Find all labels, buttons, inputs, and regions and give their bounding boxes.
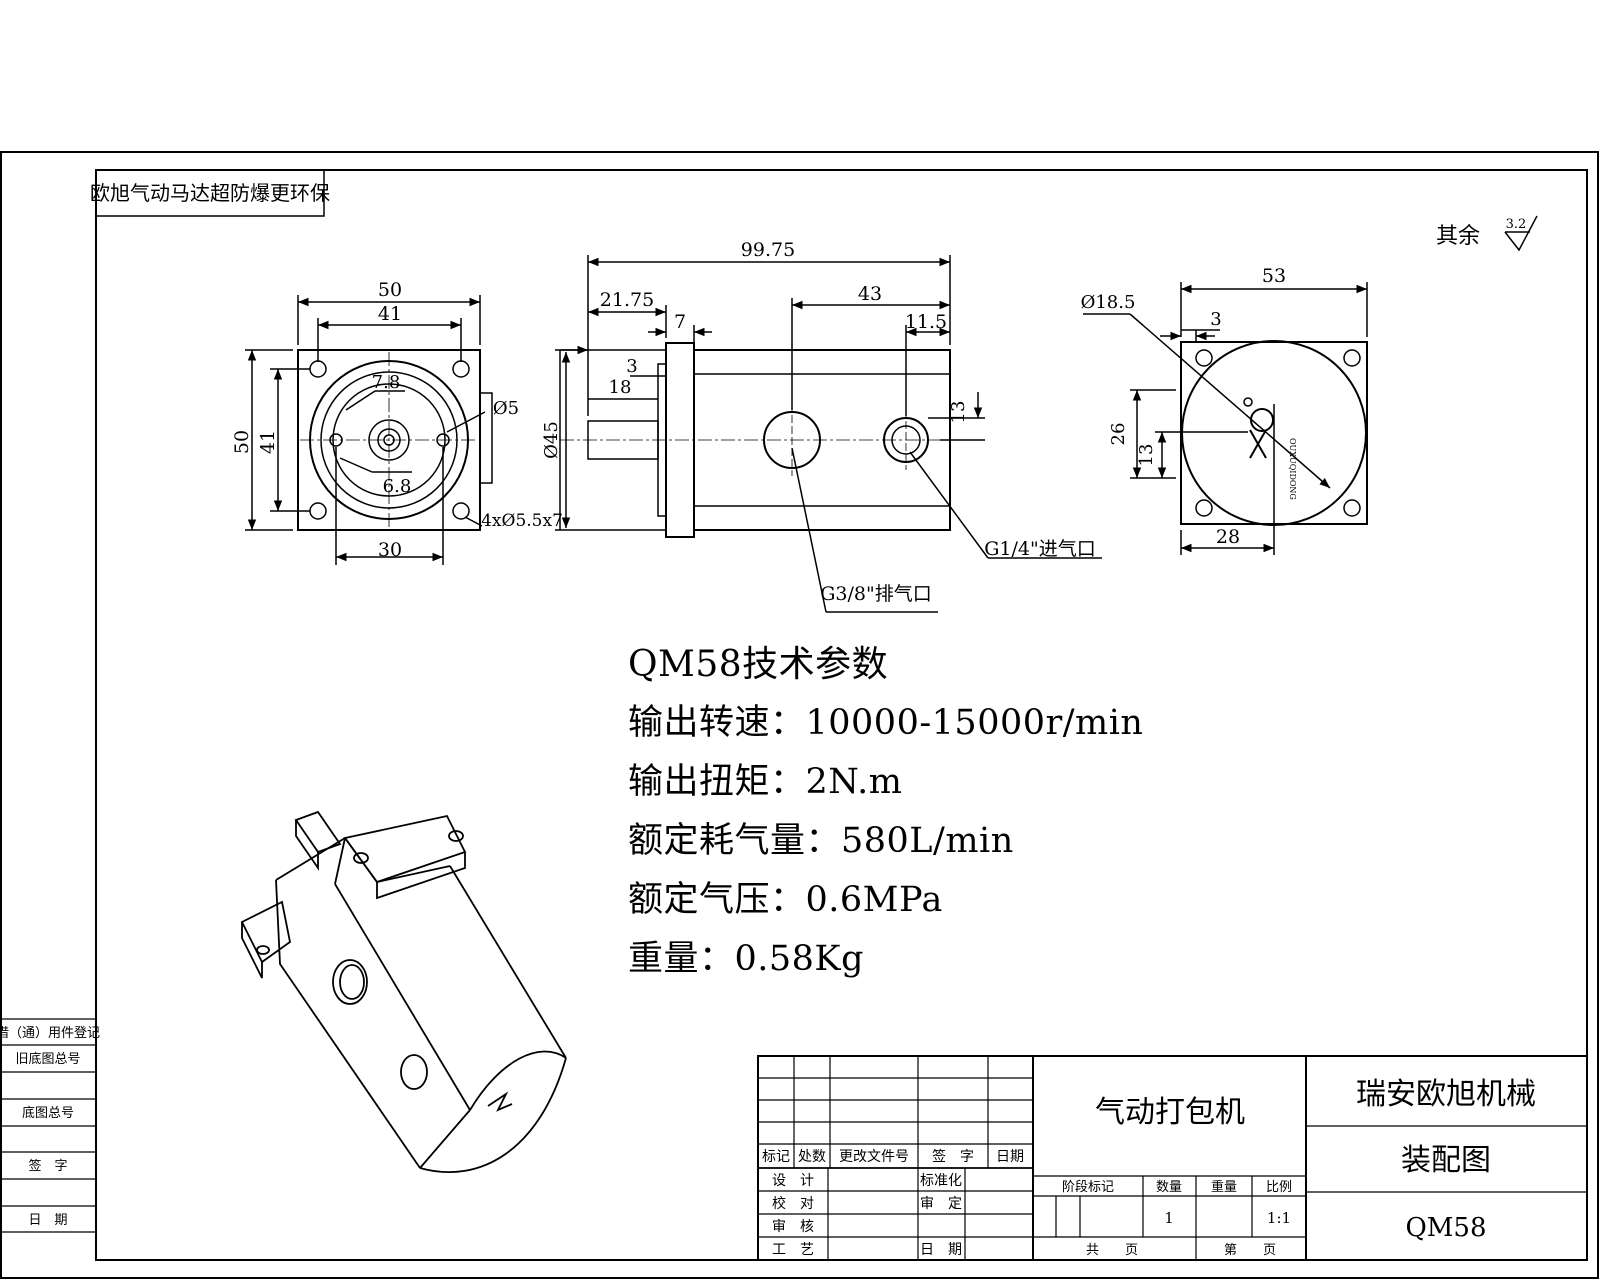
svg-text:OUXUQIDONG: OUXUQIDONG xyxy=(1288,438,1297,500)
strip-label-base: 底图总号 xyxy=(22,1105,74,1121)
dim-28: 28 xyxy=(1216,526,1240,548)
rev-header-mark: 标记 xyxy=(762,1149,790,1165)
side-view xyxy=(555,255,1102,613)
model-number: QM58 xyxy=(1405,1213,1486,1243)
left-strip xyxy=(1,1018,96,1233)
rev-header-doc: 更改文件号 xyxy=(839,1149,909,1165)
surface-value: 3.2 xyxy=(1506,217,1527,232)
dim-99-75: 99.75 xyxy=(741,239,795,261)
dim-43: 43 xyxy=(858,283,882,305)
scale-value: 1:1 xyxy=(1267,1209,1291,1227)
isometric-view xyxy=(240,810,567,1173)
outer-frame xyxy=(0,151,1599,1279)
dim-13-rear: 13 xyxy=(1136,444,1157,467)
side-view-dims: 99.75 21.75 7 43 11.5 3 18 Ø45 13 G3/8"排… xyxy=(541,239,1096,605)
dim-dia-45: Ø45 xyxy=(541,421,562,459)
dim-41-width: 41 xyxy=(378,303,402,325)
rear-view-dims: 53 Ø18.5 3 26 13 28 xyxy=(1081,265,1287,548)
company-name: 瑞安欧旭机械 xyxy=(1356,1077,1536,1112)
label-review: 审 核 xyxy=(772,1219,814,1235)
roughness-symbol xyxy=(1504,215,1538,252)
rev-header-count: 处数 xyxy=(798,1149,826,1165)
label-design: 设 计 xyxy=(772,1173,814,1189)
strip-label-date: 日 期 xyxy=(28,1213,67,1228)
spec-weight: 重量：0.58Kg xyxy=(628,939,864,979)
front-view-dims: 50 41 50 41 30 7.8 6.8 Ø5 4xØ5.5x7 xyxy=(231,279,563,561)
dim-53: 53 xyxy=(1262,265,1286,287)
dim-3-rear: 3 xyxy=(1210,309,1221,330)
total-pages: 共 页 xyxy=(1086,1243,1138,1258)
banner-text: 欧旭气动马达超防爆更环保 xyxy=(90,181,330,205)
qty-value: 1 xyxy=(1164,1209,1174,1227)
spec-list: QM58技术参数 输出转速：10000-15000r/min 输出扭矩：2N.m… xyxy=(628,635,1143,989)
dim-21-75: 21.75 xyxy=(600,289,654,311)
label-craft: 工 艺 xyxy=(772,1242,814,1258)
label-check: 校 对 xyxy=(772,1195,814,1212)
spec-speed: 输出转速：10000-15000r/min xyxy=(628,703,1144,743)
page-number: 第 页 xyxy=(1224,1243,1276,1258)
label-date: 日 期 xyxy=(920,1242,962,1258)
dim-50-height: 50 xyxy=(231,430,253,454)
surface-note: 其余 xyxy=(1436,224,1480,249)
dim-dia-5: Ø5 xyxy=(493,398,519,419)
left-strip-labels: 借（通）用件登记 旧底图总号 底图总号 签 字 日 期 xyxy=(0,1026,100,1228)
dim-18: 18 xyxy=(609,377,632,398)
dim-26: 26 xyxy=(1108,423,1129,446)
label-standardize: 标准化 xyxy=(920,1173,962,1189)
dim-30: 30 xyxy=(378,539,402,561)
inlet-port-label: G1/4"进气口 xyxy=(984,538,1096,560)
label-qty: 数量 xyxy=(1156,1180,1182,1195)
title-block-text: 气动打包机 瑞安欧旭机械 装配图 QM58 标记 处数 更改文件号 签 字 日期… xyxy=(762,1077,1536,1258)
banner-box: 欧旭气动马达超防爆更环保 xyxy=(90,169,330,217)
spec-torque: 输出扭矩：2N.m xyxy=(628,762,903,802)
spec-air-consumption: 额定耗气量：580L/min xyxy=(628,821,1014,861)
dim-50-width: 50 xyxy=(378,279,402,301)
dim-7-8: 7.8 xyxy=(372,372,401,393)
front-view xyxy=(245,295,493,565)
spec-heading: QM58技术参数 xyxy=(628,644,889,685)
label-weight: 重量 xyxy=(1211,1179,1237,1195)
title-block xyxy=(757,1055,1588,1261)
label-approve: 审 定 xyxy=(920,1196,962,1212)
label-stage: 阶段标记 xyxy=(1062,1180,1114,1195)
dim-dia-18-5: Ø18.5 xyxy=(1081,292,1136,313)
dim-11-5: 11.5 xyxy=(905,311,947,333)
exhaust-port-label: G3/8"排气口 xyxy=(820,583,932,605)
strip-label-old-base: 旧底图总号 xyxy=(15,1051,80,1067)
strip-label-borrow: 借（通）用件登记 xyxy=(0,1026,100,1041)
dim-6-8: 6.8 xyxy=(383,476,412,497)
strip-label-sign: 签 字 xyxy=(28,1158,67,1174)
surface-roughness: 其余 3.2 xyxy=(1436,215,1538,252)
product-name: 气动打包机 xyxy=(1095,1095,1245,1130)
drawing-type: 装配图 xyxy=(1401,1143,1491,1178)
rev-header-date: 日期 xyxy=(996,1149,1024,1165)
dim-13-side: 13 xyxy=(948,401,969,424)
dim-4x-holes: 4xØ5.5x7 xyxy=(481,511,563,531)
label-scale: 比例 xyxy=(1266,1180,1292,1195)
spec-pressure: 额定气压：0.6MPa xyxy=(628,880,943,920)
dim-3: 3 xyxy=(626,356,637,377)
rear-view: OUXUQIDONG xyxy=(1083,282,1368,555)
dim-7: 7 xyxy=(674,311,686,333)
dim-41-height: 41 xyxy=(257,430,279,454)
rev-header-sign: 签 字 xyxy=(932,1148,974,1165)
